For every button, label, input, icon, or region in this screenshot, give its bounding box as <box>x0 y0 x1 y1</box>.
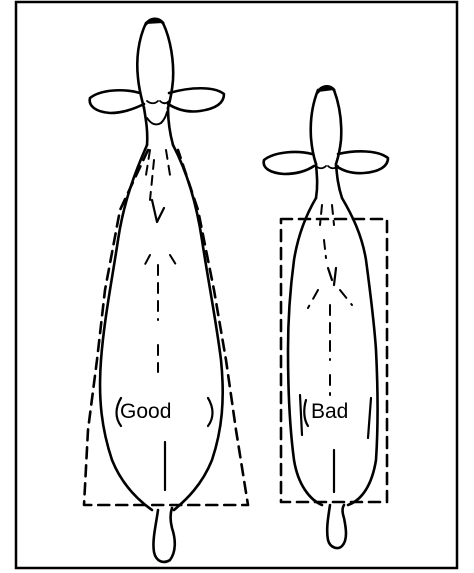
bad-label: Bad <box>311 400 348 423</box>
outer-border <box>16 2 457 568</box>
bad-neck-left <box>316 164 317 198</box>
good-label: Good <box>120 400 171 423</box>
